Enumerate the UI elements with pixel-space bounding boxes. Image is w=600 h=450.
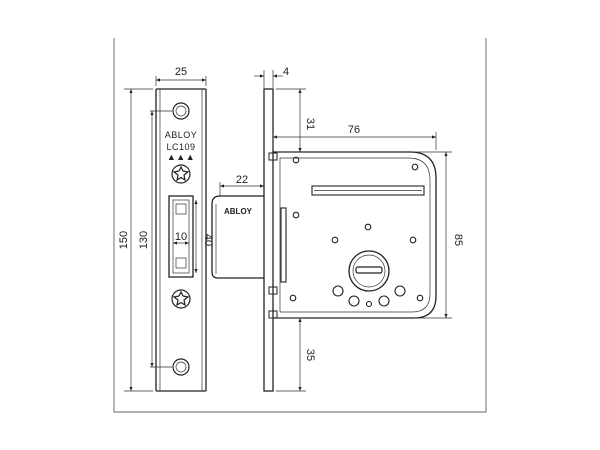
lock-case — [273, 151, 437, 319]
faceplate-marks: ▲▲▲ — [167, 152, 195, 162]
svg-text:4: 4 — [283, 66, 289, 78]
dim-faceplate-height-outer: 150 — [118, 88, 153, 392]
dim-top-offset: 31 — [276, 88, 316, 153]
faceplate-top-screw-hole — [172, 102, 190, 120]
side-latch-bolt: ABLOY — [211, 195, 264, 279]
dim-bottom-offset: 35 — [276, 317, 316, 392]
dim-faceplate-width: 25 — [155, 66, 207, 86]
svg-text:22: 22 — [236, 174, 248, 186]
lower-torx-screw-icon — [171, 289, 191, 309]
svg-text:31: 31 — [304, 118, 316, 130]
latch-bolt-opening — [168, 195, 194, 278]
bolt-brand: ABLOY — [224, 207, 253, 216]
faceplate-outline — [155, 88, 207, 392]
dim-plate-thickness: 4 — [254, 66, 289, 88]
svg-text:150: 150 — [118, 231, 130, 249]
case-slot — [311, 185, 425, 196]
faceplate-model: LC109 — [166, 142, 195, 152]
side-faceplate — [263, 88, 274, 392]
faceplate-bottom-screw-hole — [172, 358, 190, 376]
cylinder-keyhole-icon — [348, 250, 390, 292]
dim-backset: 76 — [272, 124, 437, 150]
svg-text:85: 85 — [452, 234, 464, 246]
svg-text:40: 40 — [202, 234, 214, 246]
svg-text:25: 25 — [175, 66, 187, 78]
dim-bolt-projection: 22 — [219, 174, 264, 196]
dim-bolt-height: 40 — [194, 200, 214, 273]
dim-faceplate-height-inner: 130 — [138, 110, 172, 368]
faceplate-brand: ABLOY — [165, 130, 198, 140]
dim-case-height: 85 — [414, 151, 464, 319]
svg-text:76: 76 — [348, 124, 360, 136]
svg-text:35: 35 — [304, 349, 316, 361]
dim-bolt-width: 10 — [173, 231, 189, 245]
upper-torx-screw-icon — [171, 164, 191, 184]
bolt-guide-bar — [280, 207, 287, 283]
svg-text:130: 130 — [138, 231, 150, 249]
faceplate: ABLOY LC109 ▲▲▲ — [155, 88, 207, 392]
svg-text:10: 10 — [175, 231, 187, 243]
